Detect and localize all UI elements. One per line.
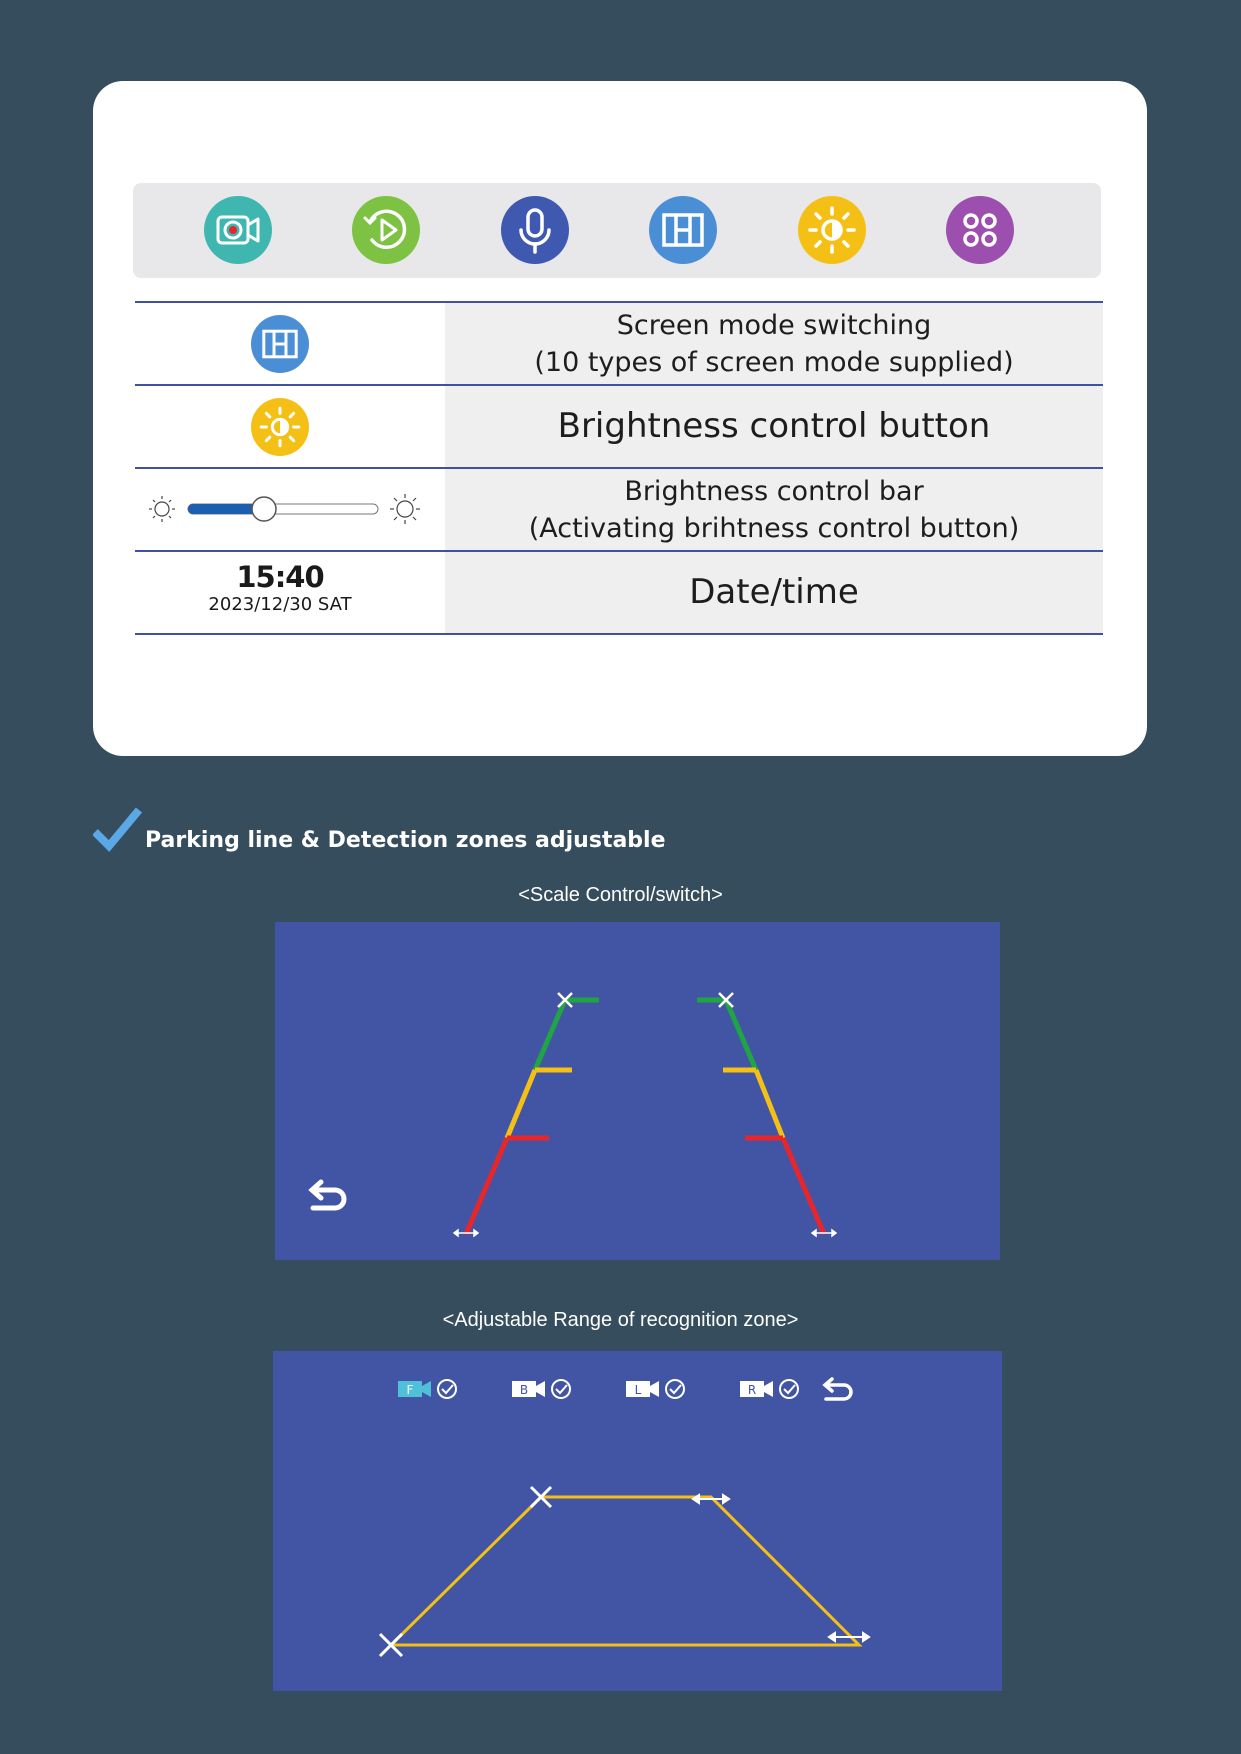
- table-row: 15:40 2023/12/30 SAT Date/time: [135, 550, 1103, 635]
- clock-widget: 15:40 2023/12/30 SAT: [135, 560, 425, 616]
- brightness-slider[interactable]: [135, 469, 445, 550]
- back-arrow-icon: [308, 1179, 347, 1211]
- apps-grid-icon[interactable]: [946, 196, 1014, 264]
- screen-mode-icon: [251, 315, 309, 373]
- back-arrow-icon: [822, 1377, 853, 1401]
- table-row: Brightness control bar (Activating briht…: [135, 467, 1103, 550]
- camera-tab-label: B: [520, 1383, 528, 1397]
- row-description: Brightness control button: [557, 406, 991, 446]
- check-circle-icon: [437, 1379, 457, 1399]
- feature-table: Screen mode switching (10 types of scree…: [135, 301, 1103, 635]
- toolbar: [133, 183, 1101, 278]
- record-camera-icon[interactable]: [204, 196, 272, 264]
- check-circle-icon: [779, 1379, 799, 1399]
- feature-card: Screen mode switching (10 types of scree…: [93, 81, 1147, 756]
- brightness-icon: [251, 398, 309, 456]
- check-circle-icon: [551, 1379, 571, 1399]
- caption-recognition-zone: <Adjustable Range of recognition zone>: [442, 1309, 799, 1331]
- row-description: Screen mode switching: [616, 309, 932, 341]
- section-heading: Parking line & Detection zones adjustabl…: [93, 806, 793, 856]
- brightness-icon[interactable]: [798, 196, 866, 264]
- camera-tab-f[interactable]: F: [398, 1379, 457, 1399]
- check-circle-icon: [665, 1379, 685, 1399]
- clock-time: 15:40: [236, 560, 324, 594]
- camera-tab-label: R: [748, 1383, 756, 1397]
- checkmark-icon: [93, 807, 143, 852]
- camera-tab-r[interactable]: R: [740, 1379, 799, 1399]
- sun-bright-icon: [390, 494, 420, 524]
- move-handle-icon: [557, 992, 734, 1008]
- playback-icon[interactable]: [352, 196, 420, 264]
- screen-mode-icon[interactable]: [649, 196, 717, 264]
- resize-handle-icon: [691, 1493, 871, 1643]
- move-handle-icon: [378, 1485, 553, 1658]
- table-row: Brightness control button: [135, 384, 1103, 467]
- camera-tab-b[interactable]: B: [512, 1379, 571, 1399]
- camera-tab-label: L: [635, 1383, 642, 1397]
- row-description: Brightness control bar: [624, 475, 924, 507]
- row-description-detail: (10 types of screen mode supplied): [534, 346, 1014, 378]
- sun-dim-icon: [149, 496, 175, 522]
- microphone-icon[interactable]: [501, 196, 569, 264]
- row-description-detail: (Activating brihtness control button): [528, 512, 1020, 544]
- section-title: Parking line & Detection zones adjustabl…: [145, 828, 666, 853]
- row-description: Date/time: [689, 572, 859, 612]
- caption-scale-control: <Scale Control/switch>: [518, 884, 723, 906]
- resize-handle-icon: [452, 1228, 838, 1238]
- table-row: Screen mode switching (10 types of scree…: [135, 301, 1103, 384]
- camera-tab-label: F: [407, 1383, 414, 1397]
- clock-date: 2023/12/30 SAT: [208, 594, 352, 615]
- camera-tab-l[interactable]: L: [626, 1379, 685, 1399]
- parking-line-panel: [275, 922, 1000, 1260]
